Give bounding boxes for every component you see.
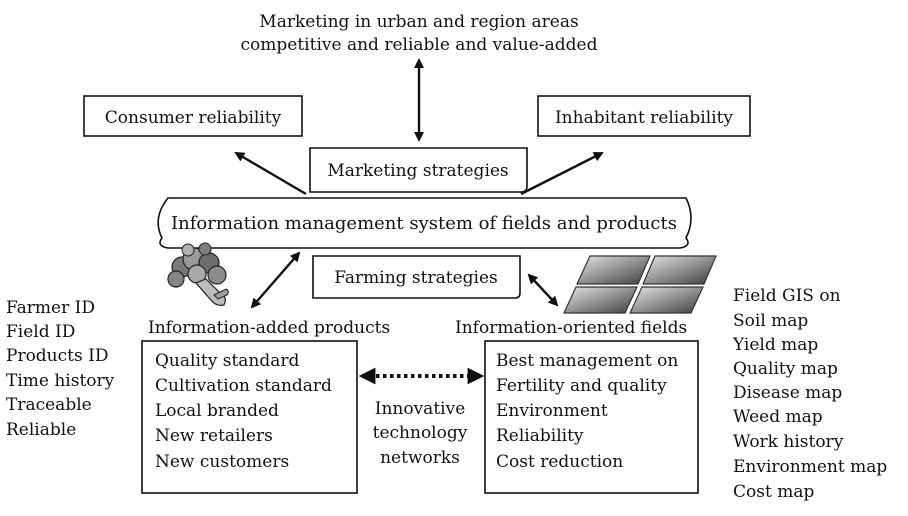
fields-box-item: Environment [496, 401, 608, 421]
right-list-item: Weed map [733, 407, 823, 427]
arrow-fields-double [527, 273, 559, 307]
fields-box-item: Fertility and quality [496, 376, 667, 396]
inhabitant-reliability-label: Inhabitant reliability [555, 108, 733, 128]
network-text-line: Innovative [375, 399, 466, 419]
fields-title: Information-oriented fields [455, 318, 687, 338]
arrow-products-double [250, 251, 301, 309]
right-list-item: Quality map [733, 359, 838, 379]
products-title: Information-added products [148, 318, 390, 338]
products-box-item: New retailers [155, 426, 273, 446]
products-box: Quality standard Cultivation standard Lo… [141, 340, 358, 494]
top-text-line-1: Marketing in urban and region areas [259, 12, 578, 32]
products-box-item: Local branded [155, 401, 279, 421]
consumer-reliability-label: Consumer reliability [105, 108, 282, 128]
broccoli-icon [167, 242, 229, 306]
products-box-item: Cultivation standard [155, 376, 332, 396]
fields-box: Best management on Fertility and quality… [484, 340, 699, 494]
right-list-item: Disease map [733, 383, 842, 403]
left-list-item: Field ID [6, 322, 75, 342]
left-list-item: Products ID [6, 346, 108, 366]
right-list-item: Yield map [732, 335, 818, 355]
farming-strategies-box: Farming strategies [312, 255, 521, 299]
right-list-item: Cost map [733, 482, 814, 502]
right-list-item: Environment map [733, 457, 887, 477]
left-list-item: Reliable [6, 420, 76, 440]
network-text-line: networks [380, 448, 460, 468]
farming-strategies-label: Farming strategies [334, 268, 498, 288]
left-list-item: Time history [6, 371, 115, 391]
products-box-item: Quality standard [155, 351, 300, 371]
info-management-system-box: Information management system of fields … [157, 197, 692, 249]
right-list-item: Work history [733, 432, 844, 452]
right-list-item: Field GIS on [733, 286, 841, 306]
fields-box-item: Reliability [496, 426, 584, 446]
arrow-to-inhabitant-reliability [520, 151, 604, 196]
field-tiles-icon [563, 255, 717, 314]
marketing-strategies-label: Marketing strategies [327, 161, 508, 181]
fields-box-item: Best management on [496, 351, 678, 371]
fields-box-item: Cost reduction [496, 452, 623, 472]
left-list-item: Traceable [6, 395, 92, 415]
info-management-system-label: Information management system of fields … [171, 213, 677, 234]
left-list-item: Farmer ID [6, 298, 95, 318]
marketing-strategies-box: Marketing strategies [309, 147, 528, 193]
products-box-item: New customers [155, 452, 289, 472]
network-text-line: technology [373, 423, 468, 443]
right-list-item: Soil map [733, 311, 808, 331]
consumer-reliability-box: Consumer reliability [83, 95, 303, 137]
top-text-line-2: competitive and reliable and value-added [241, 35, 598, 55]
arrow-to-consumer-reliability [234, 151, 307, 196]
inhabitant-reliability-box: Inhabitant reliability [537, 95, 751, 137]
